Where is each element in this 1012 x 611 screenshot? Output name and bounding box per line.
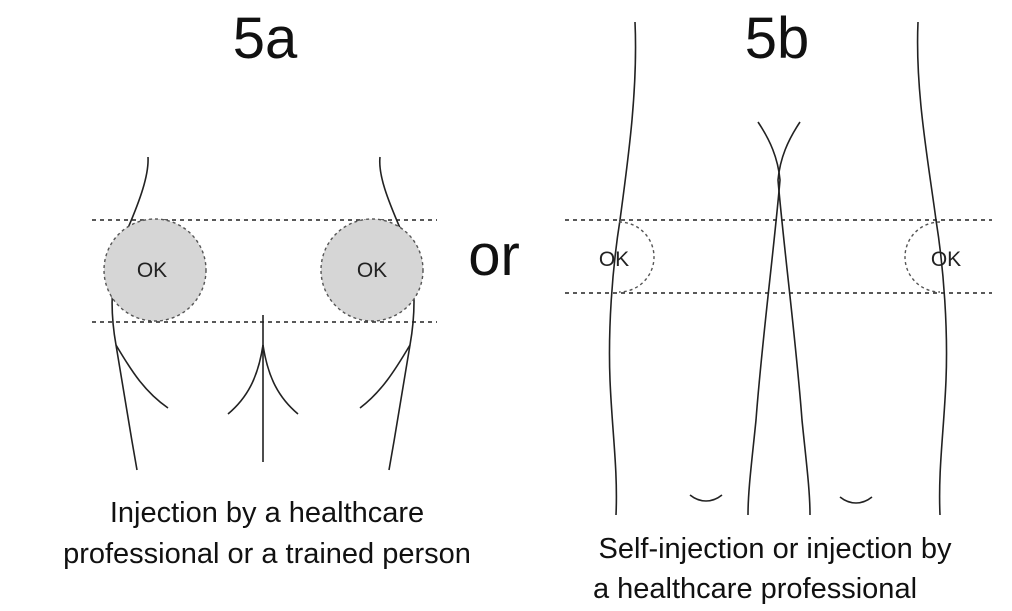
right-gluteal-fold <box>360 345 410 408</box>
left-zone-label: OK <box>137 259 167 282</box>
panel-5b-caption-line1: Self-injection or injection by <box>598 533 952 565</box>
panel-5b-caption-line2: a healthcare professional <box>593 573 917 605</box>
groin-right-line <box>778 122 810 515</box>
right-buttock-curve <box>263 345 298 414</box>
left-knee-crease <box>690 495 722 501</box>
thighs-outline <box>609 22 946 515</box>
panel-5a-caption-line2: professional or a trained person <box>63 538 471 570</box>
groin-left-line <box>748 122 780 515</box>
right-knee-crease <box>840 497 872 503</box>
panel-5a-title: 5a <box>233 6 298 71</box>
right-zone-label: OK <box>931 248 961 271</box>
left-zone-label: OK <box>599 248 629 271</box>
right-zone-label: OK <box>357 259 387 282</box>
panel-5b: 5b OK OK Self-injection or injection by … <box>565 6 992 605</box>
left-buttock-curve <box>228 345 263 414</box>
panel-5a-caption-line1: Injection by a healthcare <box>110 497 424 529</box>
panel-5a: 5a OK OK Injection by a healthcare profe… <box>63 6 471 570</box>
or-separator: or <box>468 223 520 288</box>
left-gluteal-fold <box>116 345 168 408</box>
panel-5b-title: 5b <box>745 6 810 71</box>
